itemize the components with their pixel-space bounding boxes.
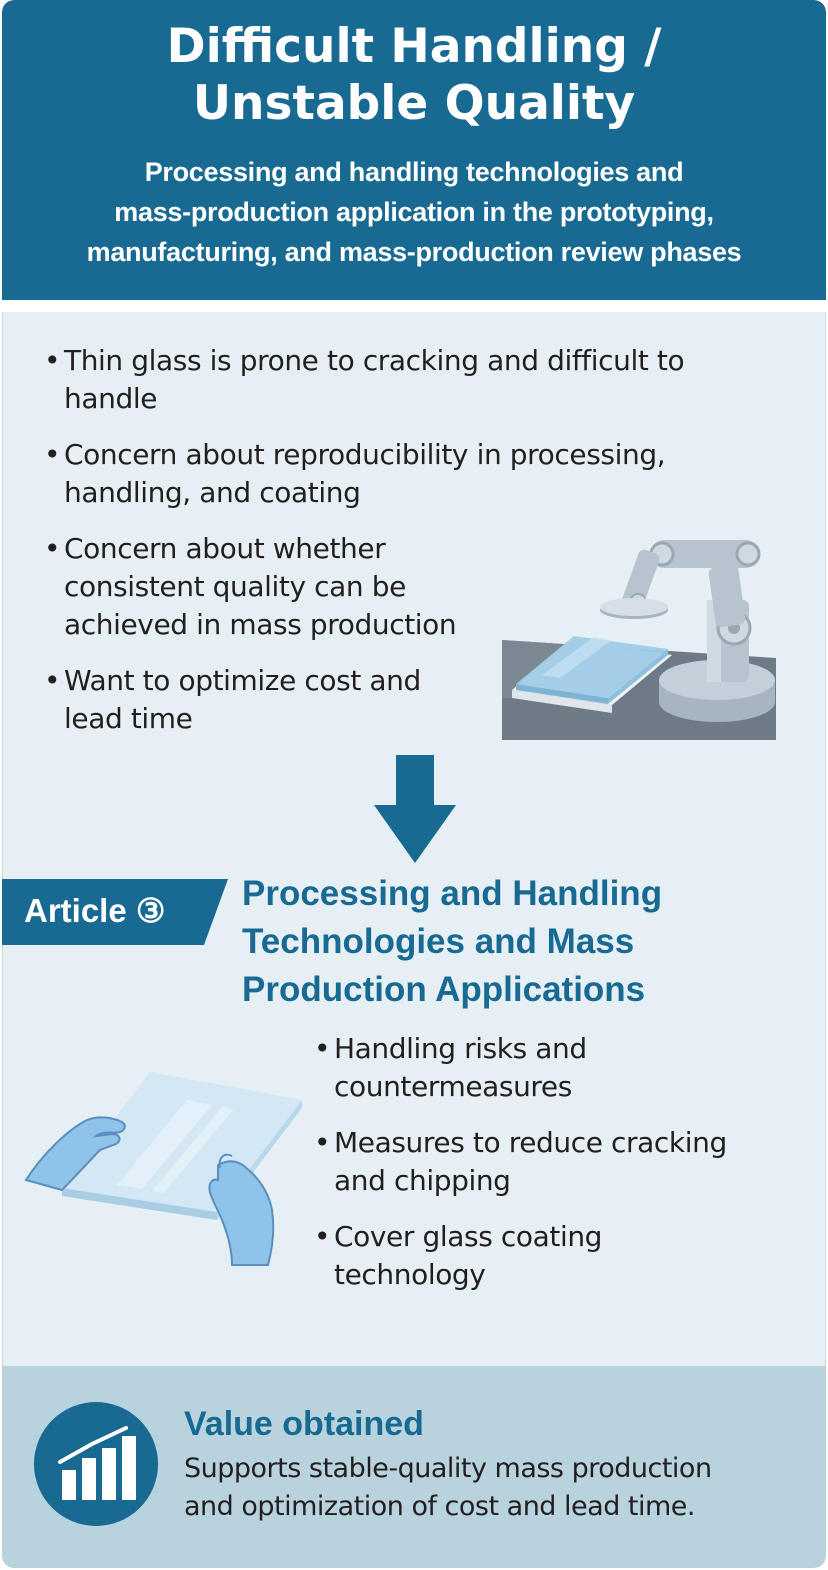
value-title: Value obtained [184,1405,424,1443]
page-title: Difficult Handling / Unstable Quality [2,18,826,132]
list-item: Concern about whether consistent quality… [44,530,514,644]
title-line: Unstable Quality [192,76,636,131]
list-item-line: technology [334,1258,486,1291]
subtitle-line: Processing and handling technologies and [144,157,684,187]
list-item-line: Concern about whether [64,532,386,565]
list-item: Want to optimize cost and lead time [44,662,514,738]
article-badge [2,879,228,945]
list-item: Concern about reproducibility in process… [44,436,764,512]
page-subtitle: Processing and handling technologies and… [42,152,786,272]
list-item-line: Measures to reduce cracking [334,1126,727,1159]
list-item-line: handling, and coating [64,476,361,509]
list-item-line: countermeasures [334,1070,572,1103]
concern-list: Thin glass is prone to cracking and diff… [44,342,764,756]
value-line: and optimization of cost and lead time. [184,1491,696,1522]
list-item-line: and chipping [334,1164,511,1197]
article-badge-label: Article ③ [24,892,166,929]
header-banner: Difficult Handling / Unstable Quality Pr… [2,0,826,300]
arrow-down-icon [374,755,456,863]
value-description: Supports stable-quality mass production … [184,1450,804,1526]
list-item-line: Thin glass is prone to cracking and diff… [64,344,685,377]
article-title-line: Processing and Handling [242,874,663,913]
robot-arm-icon [502,540,776,740]
list-item: Cover glass coating technology [314,1218,794,1294]
article-topic-list: Handling risks and countermeasures Measu… [314,1030,794,1312]
list-item-line: consistent quality can be [64,570,406,603]
list-item: Measures to reduce cracking and chipping [314,1124,794,1200]
hands-holding-glass-icon [24,1072,302,1266]
list-item-line: achieved in mass production [64,608,457,641]
article-title: Processing and Handling Technologies and… [242,870,802,1014]
growth-chart-icon [34,1402,158,1526]
list-item: Handling risks and countermeasures [314,1030,794,1106]
subtitle-line: mass-production application in the proto… [114,197,714,227]
value-line: Supports stable-quality mass production [184,1453,712,1484]
list-item-line: handle [64,382,158,415]
list-item: Thin glass is prone to cracking and diff… [44,342,764,418]
article-title-line: Production Applications [242,970,646,1009]
list-item-line: Cover glass coating [334,1220,603,1253]
list-item-line: lead time [64,702,193,735]
article-title-line: Technologies and Mass [242,922,635,961]
subtitle-line: manufacturing, and mass-production revie… [86,237,742,267]
title-line: Difficult Handling / [166,19,662,74]
list-item-line: Concern about reproducibility in process… [64,438,666,471]
list-item-line: Want to optimize cost and [64,664,421,697]
list-item-line: Handling risks and [334,1032,587,1065]
